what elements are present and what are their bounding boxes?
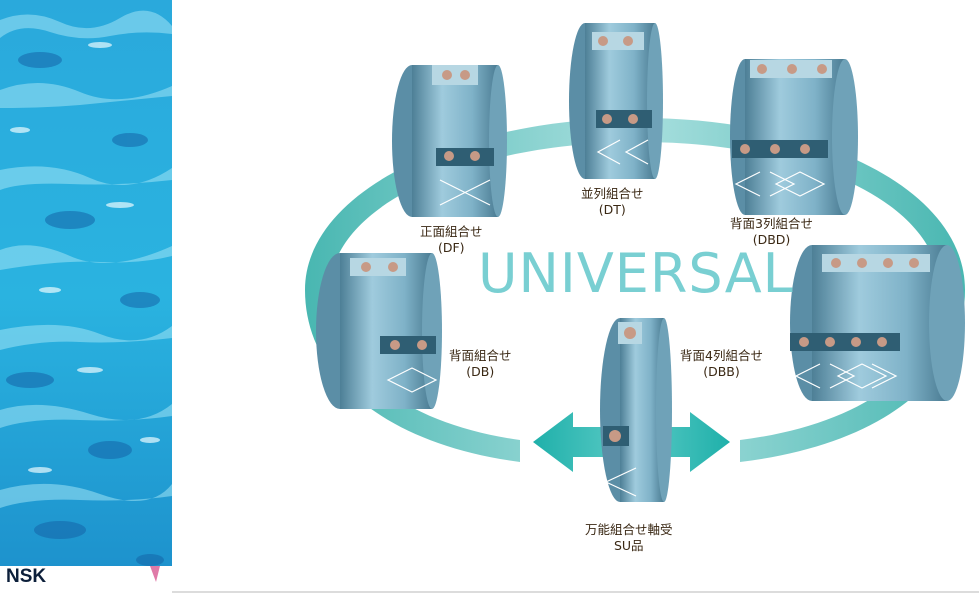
nsk-logo: NSK [6, 566, 47, 587]
universal-combination-diagram [305, 23, 965, 502]
bearing-db-icon [316, 253, 442, 409]
bearing-df-icon [392, 65, 507, 217]
label-db-code: (DB) [466, 364, 495, 379]
universal-title: UNIVERSAL [478, 242, 794, 305]
label-dt-name: 並列組合せ [581, 186, 644, 201]
label-dbd-code: (DBD) [752, 232, 791, 247]
water-texture-icon [0, 0, 172, 594]
label-db: 背面組合せ (DB) [449, 348, 512, 380]
bearing-dbb-icon [790, 245, 965, 401]
label-su-name: 万能組合せ軸受 [585, 522, 673, 537]
label-su-code: SU品 [613, 538, 644, 553]
label-dbb-name: 背面4列組合せ [680, 348, 763, 363]
label-dbb-code: (DBB) [703, 364, 740, 379]
bearing-dt-icon [569, 23, 663, 179]
bearing-su-icon [600, 318, 672, 502]
bearing-dbd-icon [730, 59, 858, 215]
label-db-name: 背面組合せ [449, 348, 512, 363]
label-df-code: (DF) [437, 240, 465, 255]
label-dt-code: (DT) [598, 202, 626, 217]
label-dbd-name: 背面3列組合せ [730, 216, 813, 231]
label-dbb: 背面4列組合せ (DBB) [680, 348, 763, 380]
label-su: 万能組合せ軸受 SU品 [585, 522, 673, 554]
label-df: 正面組合せ (DF) [420, 224, 483, 256]
label-dbd: 背面3列組合せ (DBD) [730, 216, 813, 248]
label-dt: 並列組合せ (DT) [581, 186, 644, 218]
divider [172, 591, 979, 593]
label-df-name: 正面組合せ [420, 224, 483, 239]
